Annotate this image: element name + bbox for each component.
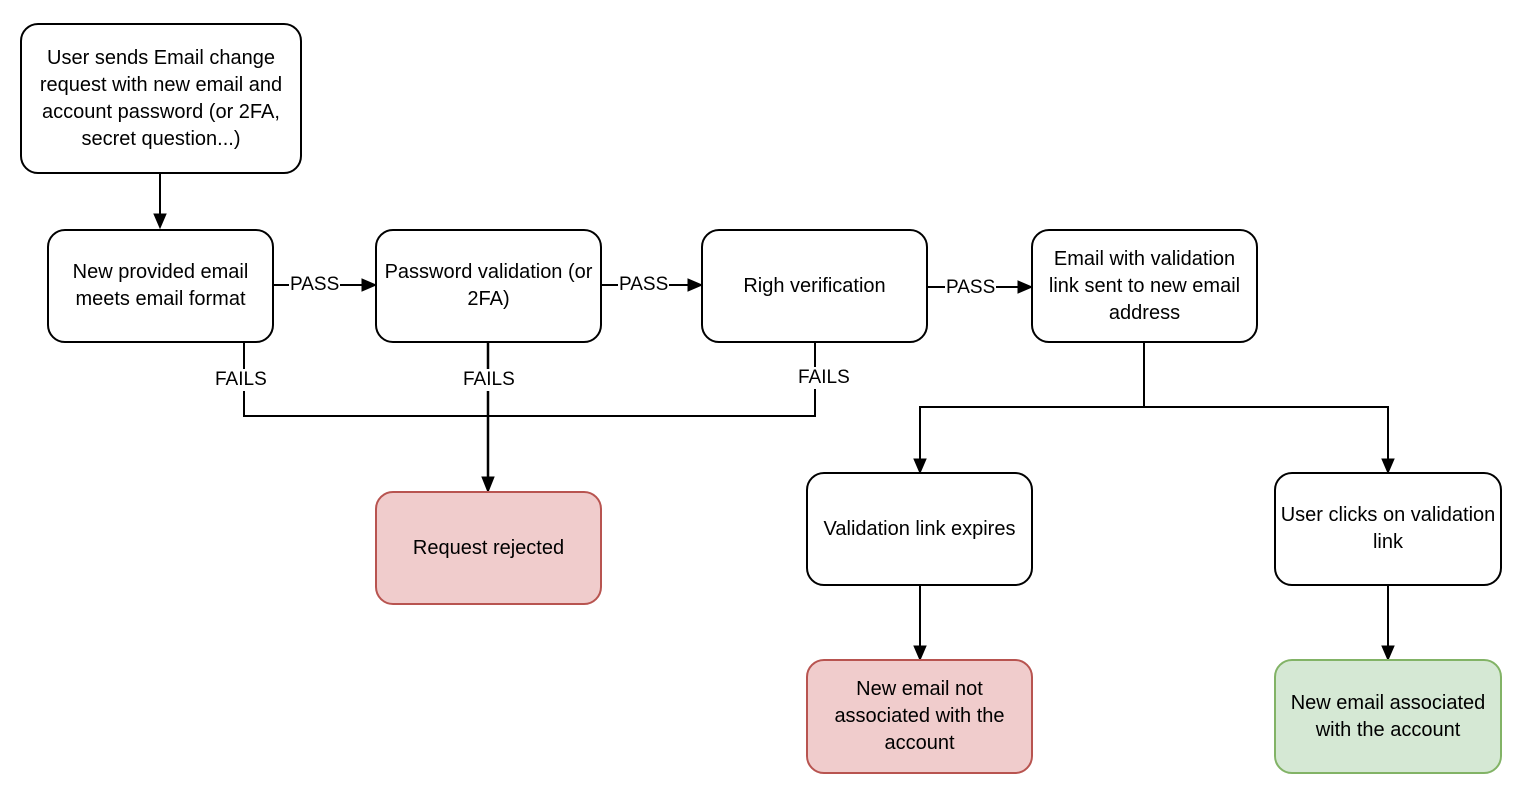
arrowhead-to-link-expires xyxy=(913,458,927,475)
arrowhead-to-rejected xyxy=(481,476,495,494)
arrowhead-start-to-format xyxy=(153,213,167,230)
node-right-verification: Righ verification xyxy=(701,229,928,343)
node-password-validation: Password validation (or 2FA) xyxy=(375,229,602,343)
arrowhead-format-to-password xyxy=(361,278,378,292)
node-start-request: User sends Email change request with new… xyxy=(20,23,302,174)
node-email-associated: New email associated with the account xyxy=(1274,659,1502,774)
label-pass-password: PASS xyxy=(618,274,670,296)
node-request-rejected: Request rejected xyxy=(375,491,602,605)
node-validation-email-sent: Email with validation link sent to new e… xyxy=(1031,229,1258,343)
label-pass-format: PASS xyxy=(289,274,341,296)
node-email-not-associated: New email not associated with the accoun… xyxy=(806,659,1033,774)
label-fails-format: FAILS xyxy=(214,369,268,391)
edge-to-link-expires xyxy=(919,406,1144,462)
arrowhead-password-to-verification xyxy=(687,278,704,292)
label-fails-password: FAILS xyxy=(462,369,516,391)
arrowhead-to-user-clicks xyxy=(1381,458,1395,475)
arrowhead-verification-to-email-sent xyxy=(1017,280,1034,294)
edge-fails-verification xyxy=(488,342,816,417)
label-fails-verification: FAILS xyxy=(797,367,851,389)
arrowhead-to-associated xyxy=(1381,645,1395,662)
node-link-expires: Validation link expires xyxy=(806,472,1033,586)
node-email-format-check: New provided email meets email format xyxy=(47,229,274,343)
label-pass-verification: PASS xyxy=(945,277,997,299)
arrowhead-to-not-associated xyxy=(913,645,927,662)
edge-to-user-clicks xyxy=(1144,406,1389,462)
node-user-clicks-link: User clicks on validation link xyxy=(1274,472,1502,586)
edge-fails-format xyxy=(243,342,488,417)
